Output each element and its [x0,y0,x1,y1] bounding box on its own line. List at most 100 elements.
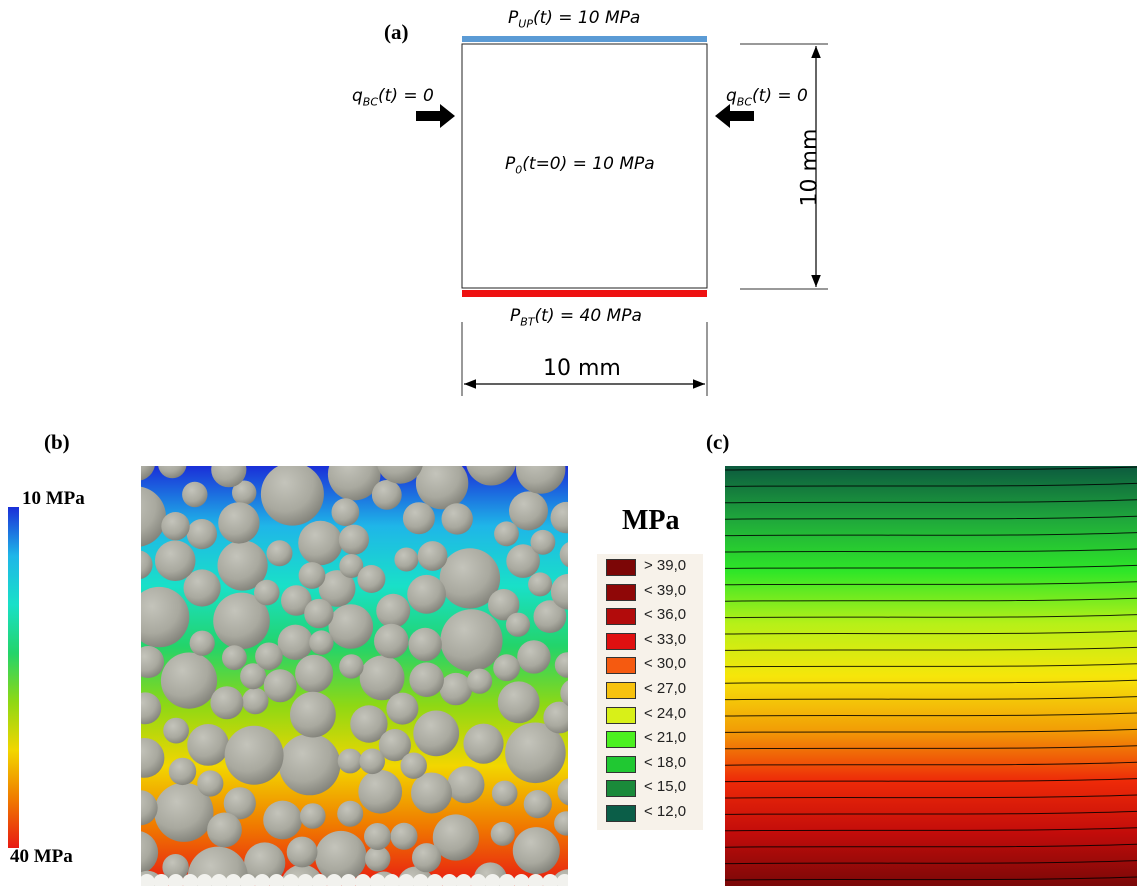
contour-line [725,663,1137,668]
particle [141,646,165,678]
particle [377,466,423,484]
boundary-particle [441,874,458,886]
boundary-particle [167,874,184,886]
legend-item: < 36,0 [606,606,716,626]
particle [439,672,473,706]
particle [240,663,267,690]
particle [517,640,551,674]
particle [439,548,501,609]
legend-swatch [606,706,636,724]
particle [390,822,418,850]
particle [210,686,244,720]
legend-item: < 30,0 [606,655,716,675]
particle [263,669,297,703]
particle [488,589,520,621]
particle [162,854,189,881]
right-flux-equation: qBC(t) = 0 [726,86,808,108]
top-boundary-bar [462,36,707,42]
legend-label: < 36,0 [644,606,687,624]
boundary-particle [455,874,472,886]
left-inflow-arrow [416,104,455,128]
domain-square [461,43,708,289]
legend-swatch [606,583,636,601]
eq-rest: (t=0) = 10 MPa [522,154,655,174]
particle [217,540,268,591]
contour-line [725,778,1137,783]
particle [447,766,485,804]
particle [407,574,446,614]
particle [260,466,324,526]
contour-line [725,860,1137,865]
particle [263,800,302,840]
particle [357,565,386,593]
boundary-particle [254,874,271,886]
legend-swatch [606,780,636,798]
boundary-particle [484,874,501,886]
particle [371,480,402,510]
boundary-particle [268,874,285,886]
particle [505,722,566,784]
legend-label: < 30,0 [644,655,687,673]
particle [337,800,364,827]
legend-item: < 12,0 [606,803,716,823]
top-boundary-equation: PUP(t) = 10 MPa [508,8,640,30]
particle [141,738,165,778]
particle [304,598,334,629]
particle [300,803,326,829]
particle [315,830,367,883]
contour-line [725,827,1137,832]
particle [160,652,218,709]
particle [295,654,334,693]
boundary-particle [225,874,242,886]
particle [505,612,531,637]
contour-line [725,712,1137,717]
contour-line [725,745,1137,750]
particle [528,572,553,597]
particle [286,836,318,868]
legend-swatch [606,731,636,749]
particle [141,586,190,648]
panel-a-label: (a) [384,20,409,44]
particle [550,501,568,534]
particle [186,519,217,550]
particle [543,701,568,734]
particle [408,627,442,662]
legend-swatch [606,805,636,822]
particle [161,512,190,541]
particle [378,729,411,762]
contour-lines [725,466,1137,881]
particle [557,778,568,806]
boundary-particle [239,874,256,886]
contour-line [725,482,1137,487]
particle [189,630,215,656]
particle [154,782,214,842]
legend-swatch [606,559,636,576]
legend-item: < 21,0 [606,729,716,749]
contour-line [725,548,1137,553]
contour-line [725,810,1137,815]
particle [331,498,360,527]
particle [516,466,566,494]
legend-swatch [606,682,636,699]
legend-label: > 39,0 [644,557,687,574]
particle [290,691,336,738]
contour-line [725,532,1137,537]
contour-line [725,499,1137,504]
eq-rest: (t) = 40 MPa [534,306,642,326]
boundary-particle [211,874,227,886]
particle [490,821,515,846]
boundary-particle [470,874,487,886]
boundary-particle [369,874,386,886]
scale-top-label: 10 MPa [22,488,85,509]
particle [213,592,270,650]
particle [550,573,568,610]
particle [497,681,540,724]
particle [168,757,197,786]
particle [183,569,221,607]
particle-packing-view [141,466,568,886]
legend-item: < 24,0 [606,705,716,725]
scale-bottom-label: 40 MPa [10,846,73,867]
particle [467,668,493,694]
particle [509,491,548,531]
particle [244,842,286,884]
